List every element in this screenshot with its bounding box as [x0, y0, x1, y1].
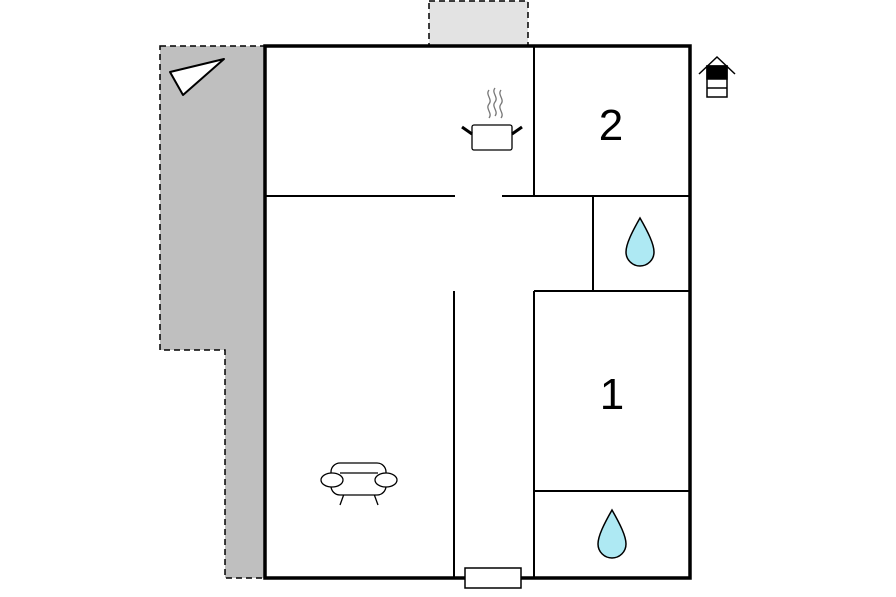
terrace-area: [159, 45, 266, 579]
cooking-pot-icon: [461, 87, 523, 151]
water-drop-icon: [625, 216, 655, 267]
water-drop-icon: [597, 508, 627, 559]
entrance-door-icon: [464, 567, 522, 589]
room-label-2: 2: [599, 101, 623, 150]
floor-level-house-icon: [698, 55, 736, 98]
compass-triangle-icon: [169, 58, 225, 96]
balcony-area: [428, 0, 529, 47]
interior-walls: [265, 46, 690, 578]
sofa-icon: [320, 462, 398, 506]
room-label-1: 1: [600, 370, 624, 419]
